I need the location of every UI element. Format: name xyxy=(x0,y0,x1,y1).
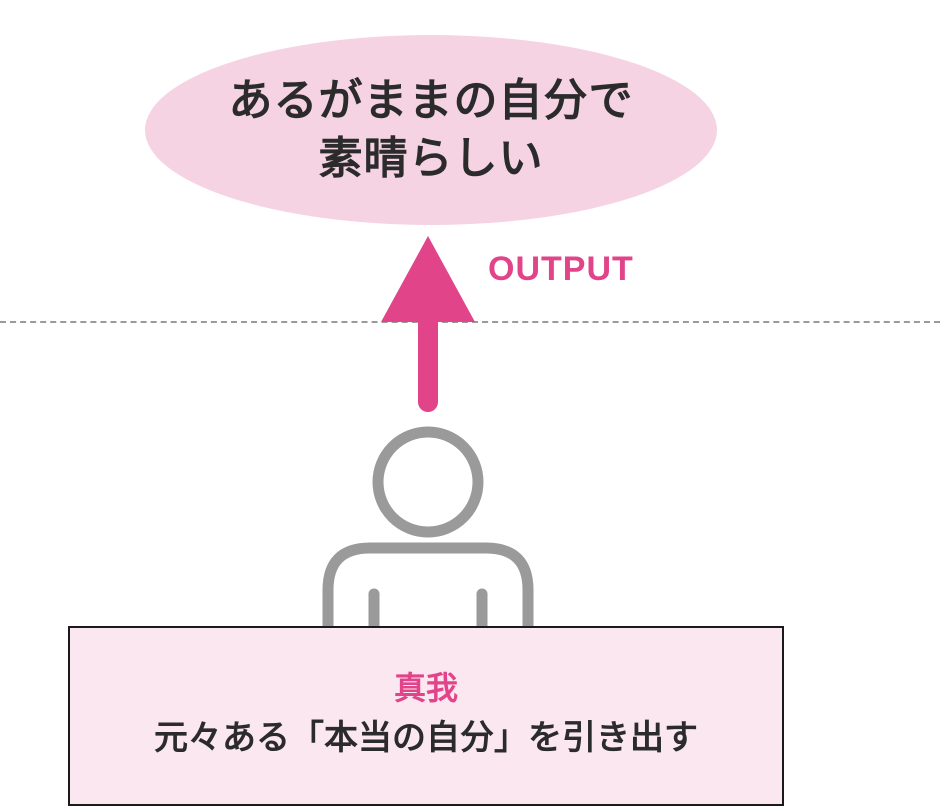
person-head xyxy=(372,426,484,538)
arrow-shaft xyxy=(418,310,438,412)
output-label: OUTPUT xyxy=(488,250,634,288)
true-self-description: 元々ある「本当の自分」を引き出す xyxy=(154,718,698,758)
goal-bubble: あるがままの自分で 素晴らしい xyxy=(145,35,717,225)
person-icon xyxy=(322,426,534,634)
true-self-box: 真我 元々ある「本当の自分」を引き出す xyxy=(68,626,784,806)
goal-text-line-1: あるがままの自分で xyxy=(228,75,634,126)
person-body xyxy=(322,542,534,634)
true-self-title: 真我 xyxy=(393,669,458,707)
goal-text-line-2: 素晴らしい xyxy=(318,133,544,184)
output-arrow-icon xyxy=(381,236,475,412)
arrow-head xyxy=(381,236,475,322)
